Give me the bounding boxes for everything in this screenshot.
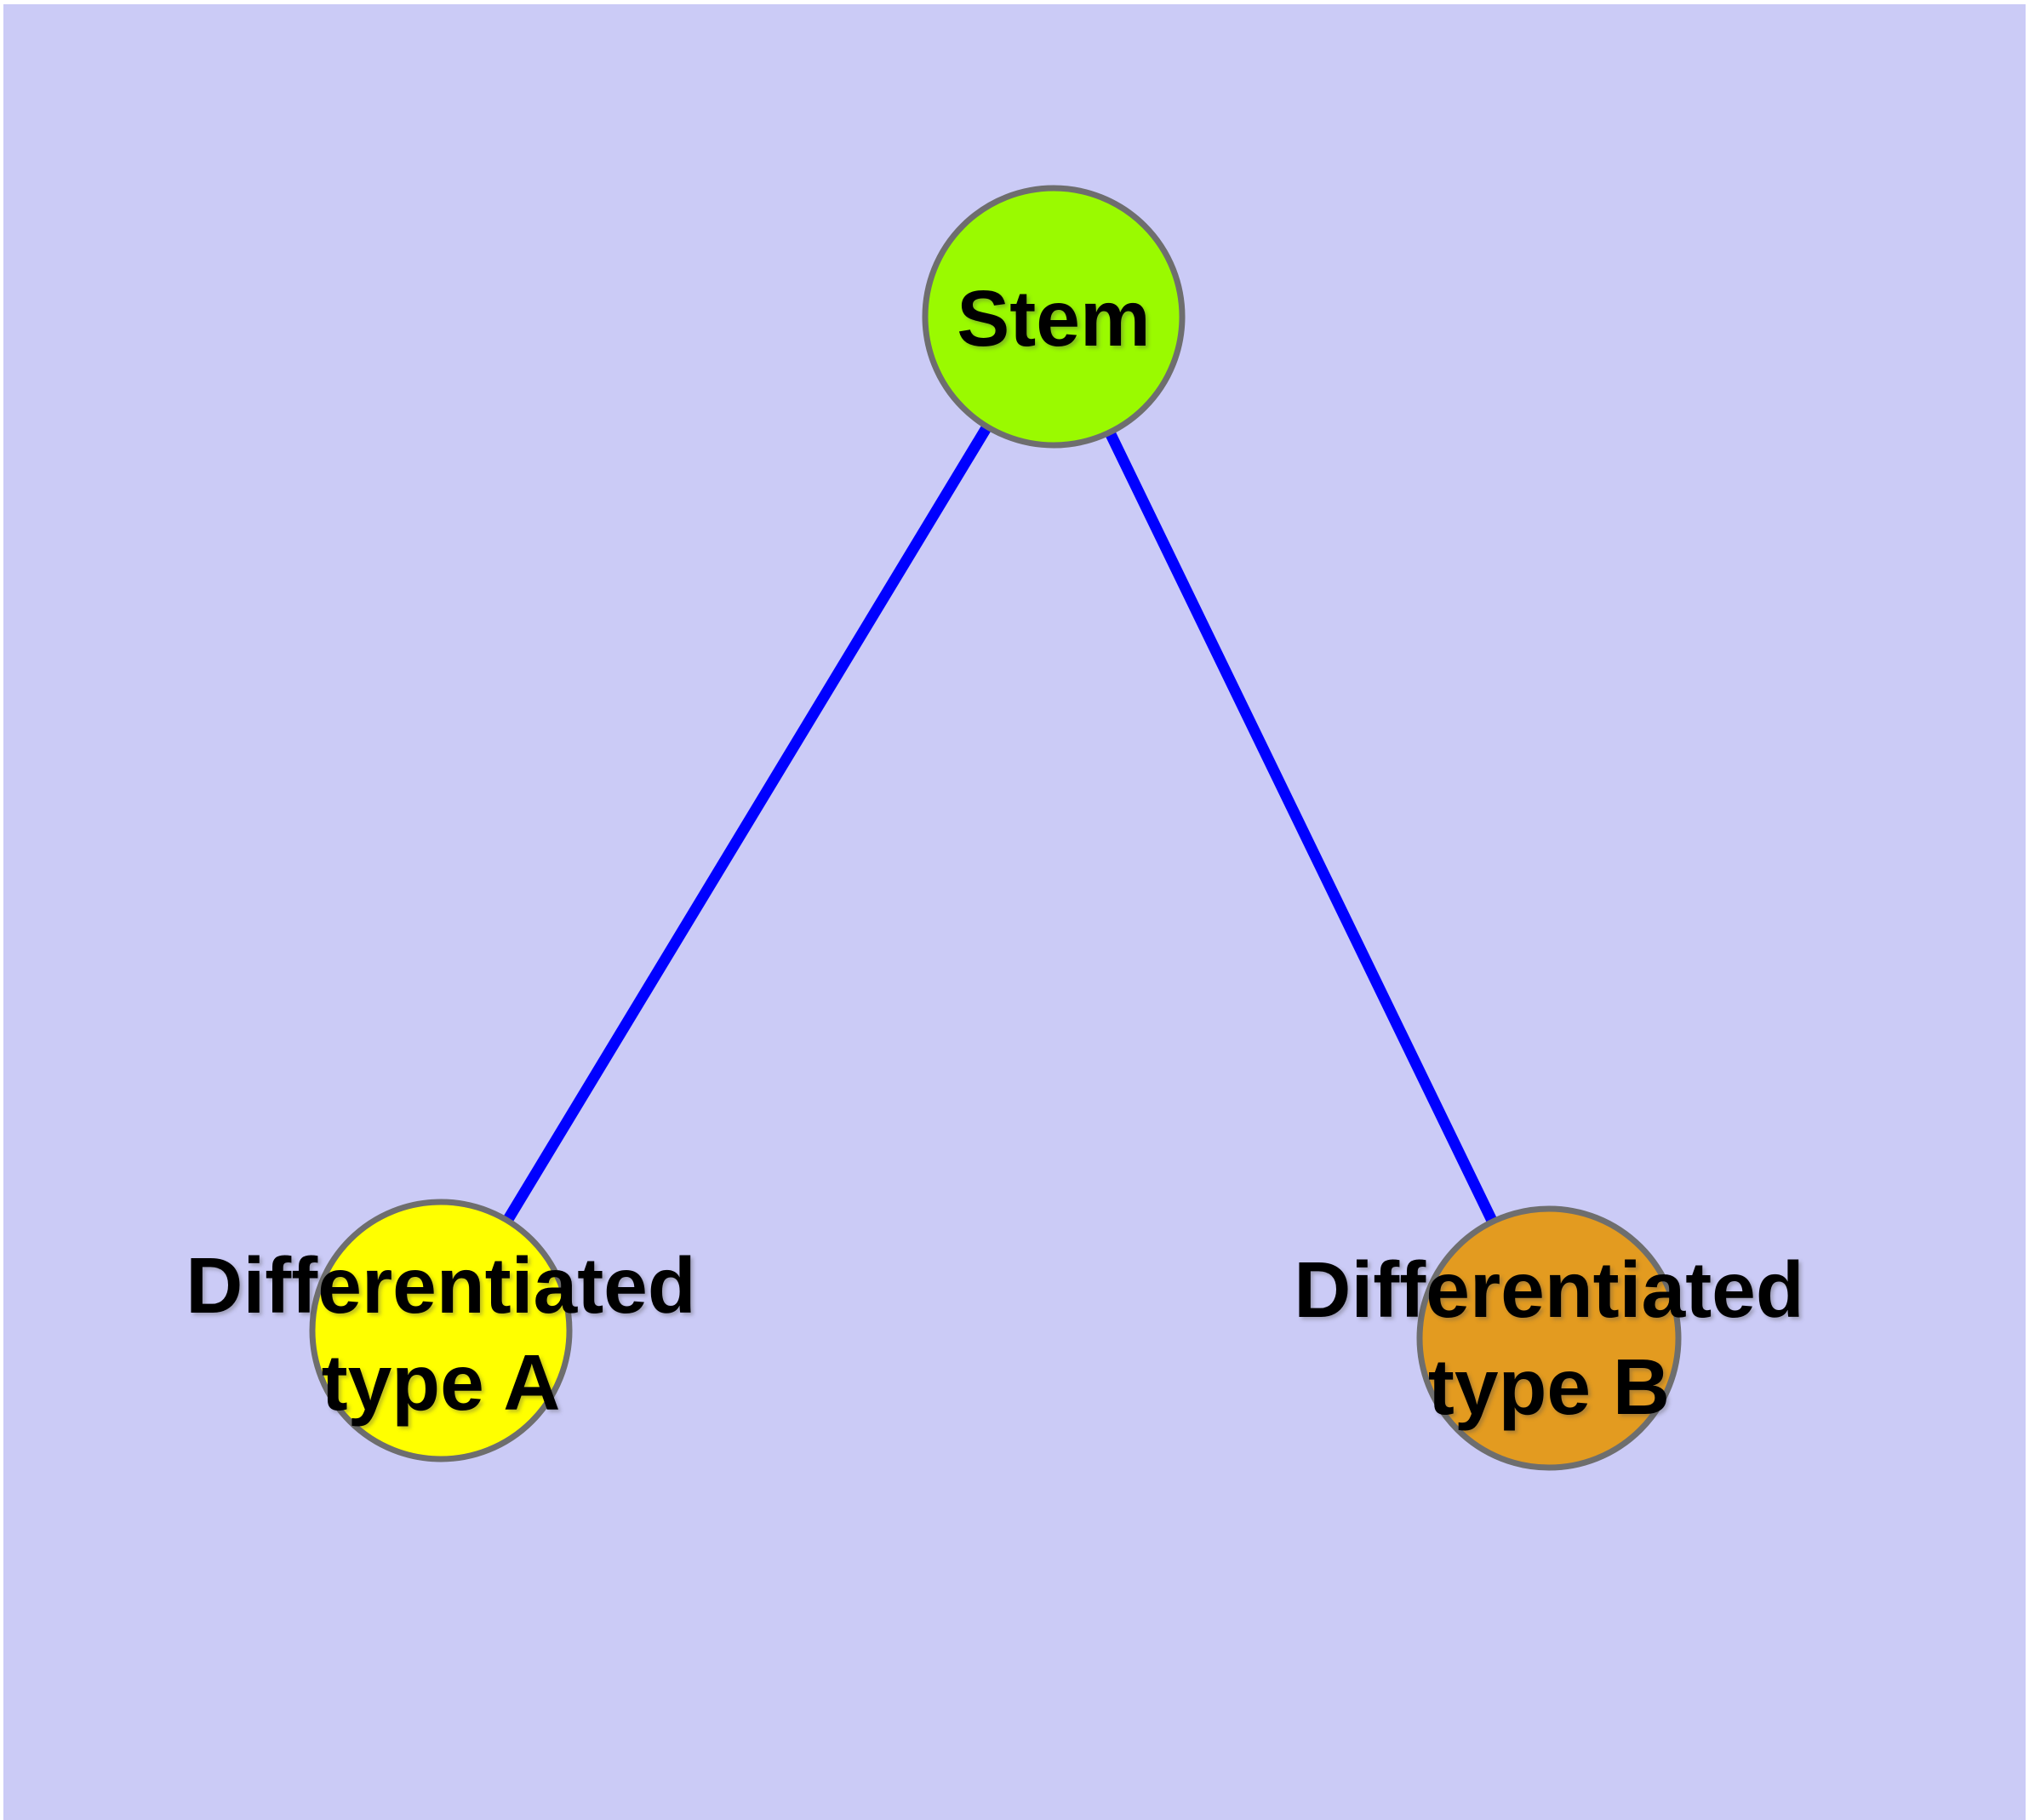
edge-stem-to-type-a [436, 313, 1059, 1334]
node-type-b-label-line1: Differentiated [1294, 1245, 1803, 1334]
node-type-a-label-line1: Differentiated [186, 1241, 695, 1330]
node-type-b-label-line2: type B [1428, 1342, 1670, 1431]
node-type-a-circle [309, 1199, 573, 1462]
node-stem-circle [922, 185, 1186, 449]
node-stem-label: Stem [957, 274, 1150, 363]
node-type-b-circle [1416, 1205, 1682, 1471]
edge-stem-to-type-b [1049, 314, 1554, 1341]
node-type-a-label-line2: type A [322, 1338, 561, 1427]
